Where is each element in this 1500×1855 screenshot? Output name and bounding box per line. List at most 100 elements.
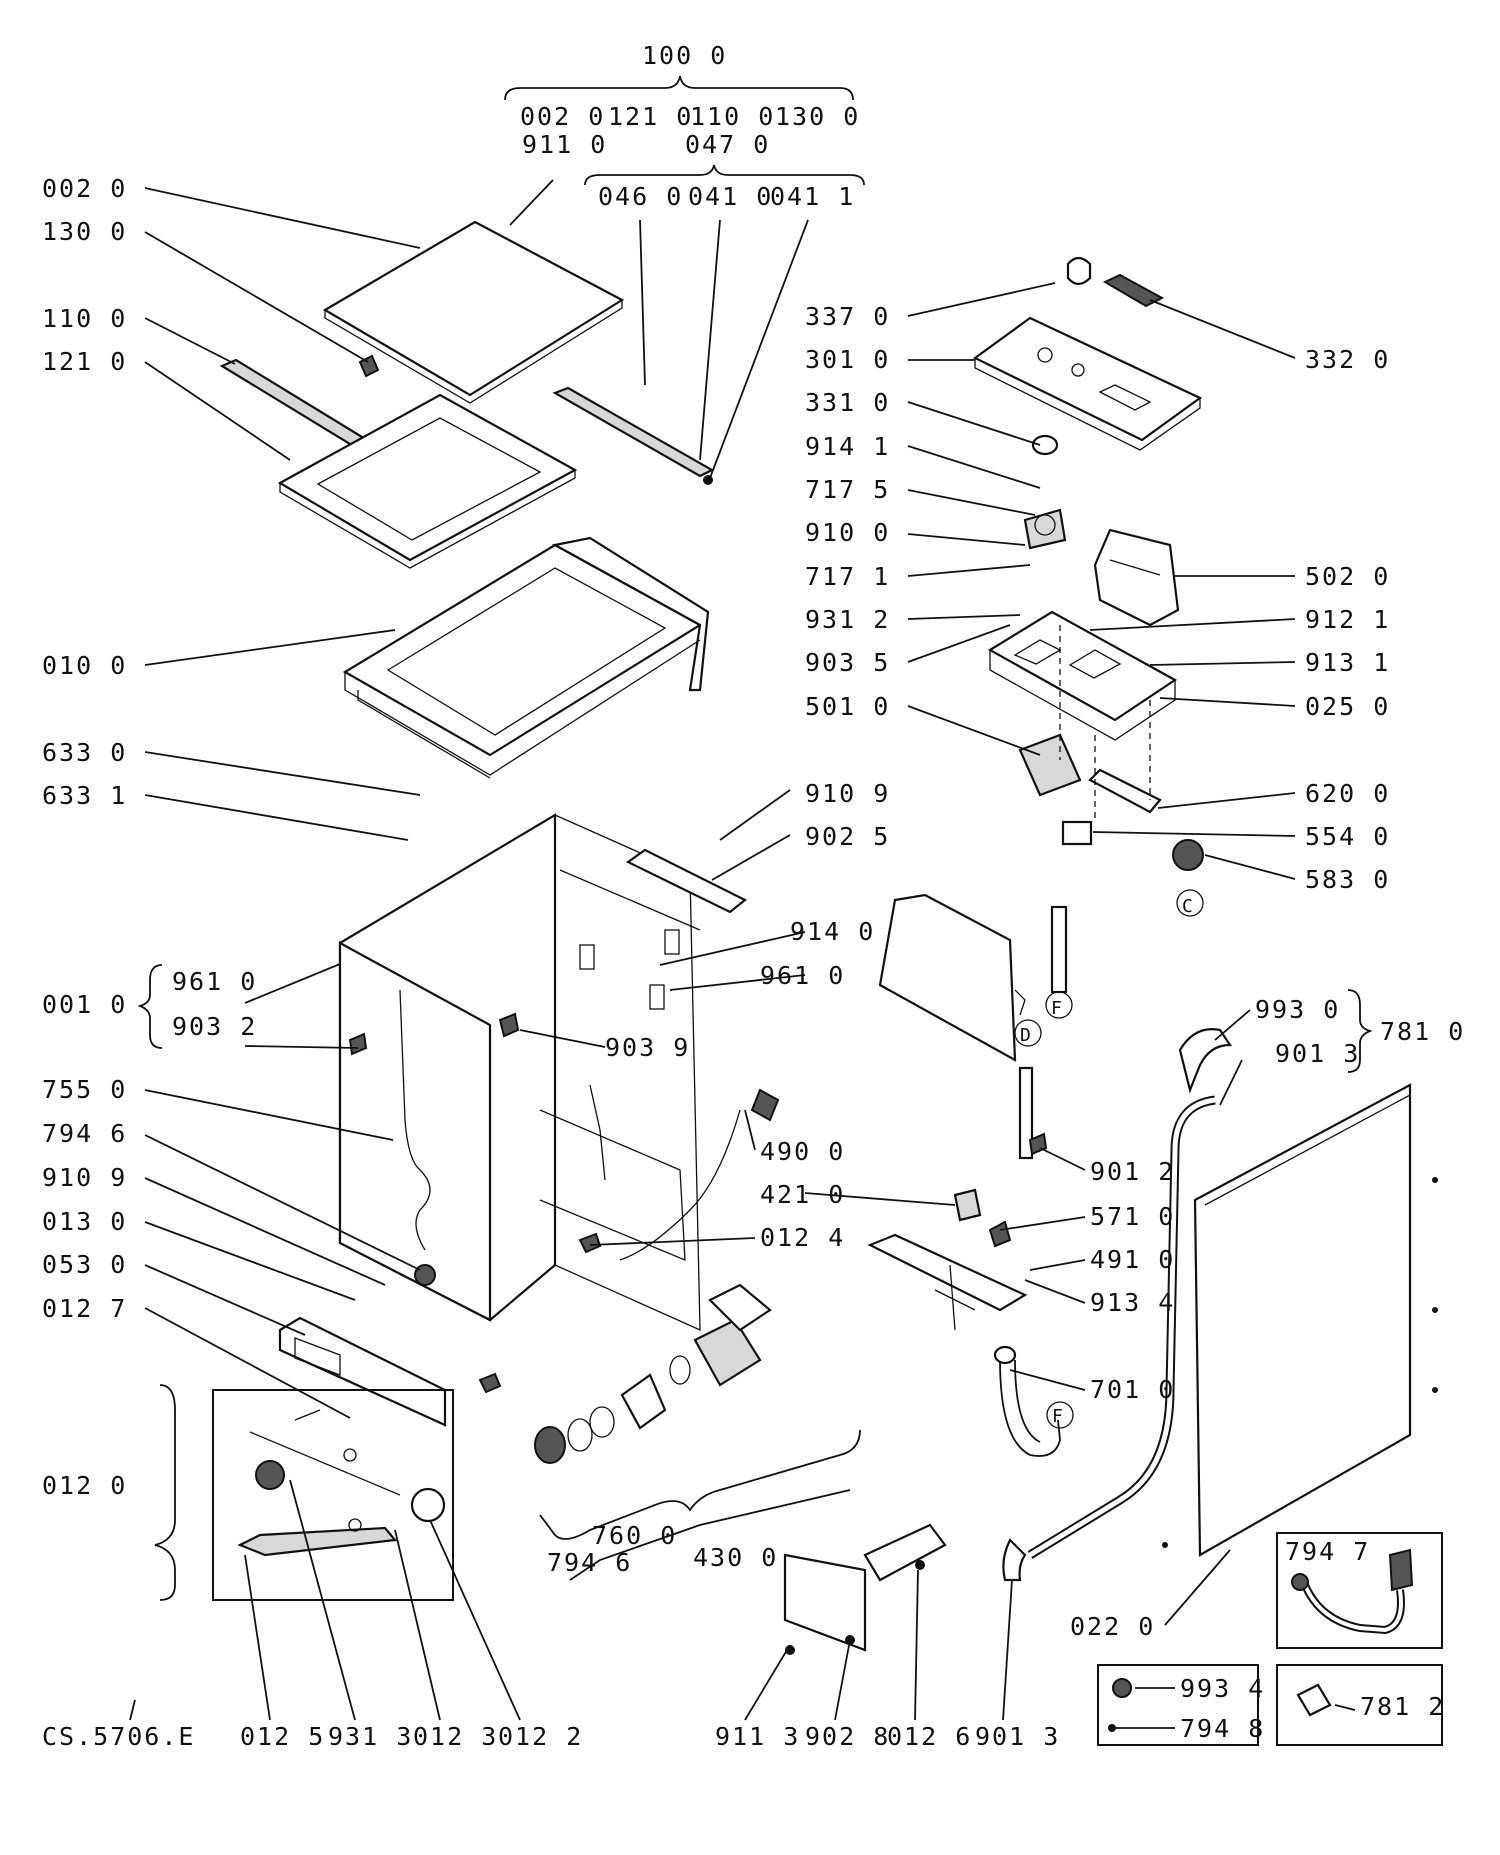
- pump-motor: [708, 1283, 772, 1332]
- part-label: 501 0: [805, 692, 890, 721]
- door-knob: [410, 1487, 446, 1523]
- part-label: 502 0: [1305, 562, 1390, 591]
- part-label: 961 0: [760, 961, 845, 990]
- part-label: 491 0: [1090, 1245, 1175, 1274]
- part-label: 993 0: [1255, 995, 1340, 1024]
- part-label: 002 0: [42, 174, 127, 203]
- part-label: 910 9: [42, 1163, 127, 1192]
- inlet-tube: [1050, 905, 1068, 994]
- part-label: 421 0: [760, 1180, 845, 1209]
- part-label: 110 0: [42, 304, 127, 333]
- part-label: 053 0: [42, 1250, 127, 1279]
- front-plinth-parts: [154, 1316, 454, 1601]
- pump-labels: 760 0 794 6 430 0: [547, 1521, 778, 1577]
- part-label: 012 7: [42, 1294, 127, 1323]
- part-label: 490 0: [760, 1137, 845, 1166]
- hose-clamp-icon: [1296, 1683, 1332, 1717]
- timer-bracket: [1023, 508, 1067, 550]
- assembly-row3-item: 046 0: [598, 182, 683, 211]
- part-label: 781 2: [1360, 1692, 1445, 1721]
- part-label: 430 0: [693, 1543, 778, 1572]
- part-label: 903 9: [605, 1033, 690, 1062]
- part-label: 901 3: [975, 1722, 1060, 1751]
- part-label: 583 0: [1305, 865, 1390, 894]
- part-label: 633 0: [42, 738, 127, 767]
- part-label: 913 4: [1090, 1288, 1175, 1317]
- part-label: 633 1: [42, 781, 127, 810]
- connector-block: [1061, 820, 1093, 846]
- pump-parts: [534, 1283, 861, 1581]
- hinge-bar: [552, 386, 715, 478]
- part-label: 331 0: [805, 388, 890, 417]
- push-buttons: [1102, 273, 1165, 308]
- lid-parts: [219, 220, 715, 779]
- part-label: 012 4: [760, 1223, 845, 1252]
- control-labels: 337 0 301 0 331 0 914 1 717 5 910 0 717 …: [805, 302, 1390, 894]
- control-fascia: [972, 316, 1203, 442]
- part-label: 903 2: [172, 1012, 257, 1041]
- part-label: 901 3: [1275, 1039, 1360, 1068]
- part-label: 911 3: [715, 1722, 800, 1751]
- marker-f: F: [1052, 1406, 1065, 1427]
- pump-gasket-2: [589, 1406, 615, 1438]
- part-label: 571 0: [1090, 1202, 1175, 1231]
- part-label: 012 2: [498, 1722, 583, 1751]
- rear-rail: [625, 848, 748, 914]
- part-label: 931 2: [805, 605, 890, 634]
- assembly-row1-item: 110 0: [690, 102, 775, 131]
- right-side-parts: [783, 893, 1438, 1655]
- part-label: 961 0: [172, 967, 257, 996]
- group-781-labels: 993 0 901 3 781 0: [1255, 995, 1465, 1068]
- part-label: 993 4: [1180, 1674, 1265, 1703]
- assembly-row1-item: 130 0: [775, 102, 860, 131]
- part-label: 912 1: [1305, 605, 1390, 634]
- cabinet-labels: 910 9 902 5 914 0 961 0 903 9 490 0 421 …: [605, 779, 890, 1252]
- part-label: 012 3: [413, 1722, 498, 1751]
- valve-bracket: [867, 1233, 1028, 1312]
- water-valve: [953, 1188, 982, 1222]
- group-braces: [129, 964, 1373, 1721]
- part-label: 012 5: [240, 1722, 325, 1751]
- inset-box-781-2: 781 2: [1276, 1664, 1445, 1746]
- timer-motor: [1018, 733, 1082, 797]
- part-label: 902 5: [805, 822, 890, 851]
- group-label: 001 0: [42, 990, 127, 1019]
- part-label: 301 0: [805, 345, 890, 374]
- marker-d: D: [1020, 1025, 1033, 1046]
- part-label: 337 0: [805, 302, 890, 331]
- circle-markers: C F D F: [1020, 896, 1193, 1427]
- interference-filter: [1088, 768, 1162, 814]
- part-label: 901 2: [1090, 1157, 1175, 1186]
- part-label: 010 0: [42, 651, 127, 680]
- group-label: 781 0: [1380, 1017, 1465, 1046]
- part-label: 022 0: [1070, 1612, 1155, 1641]
- pump-gasket-1: [567, 1418, 593, 1452]
- part-label: 910 9: [805, 779, 890, 808]
- assembly-row2-item: 911 0: [522, 130, 607, 159]
- assembly-row3-item: 041 1: [770, 182, 855, 211]
- door-lock-kit-box: [212, 1389, 454, 1601]
- group-001-labels: 001 0 961 0 903 2: [42, 967, 257, 1041]
- door-pulley: [255, 1460, 285, 1490]
- pump-filter-housing: [620, 1373, 667, 1430]
- part-label: 717 5: [805, 475, 890, 504]
- part-label: 760 0: [592, 1521, 677, 1550]
- tub-top-side: [551, 536, 710, 692]
- part-label: 755 0: [42, 1075, 127, 1104]
- part-label: 012 6: [887, 1722, 972, 1751]
- program-module: [1093, 528, 1180, 627]
- drain-trap: [414, 1264, 436, 1286]
- part-label: 794 6: [42, 1119, 127, 1148]
- cabinet: [338, 813, 780, 1394]
- part-label: 914 0: [790, 917, 875, 946]
- drain-pump: [693, 1318, 762, 1387]
- part-label: 914 1: [805, 432, 890, 461]
- drain-hook: [1002, 1538, 1027, 1582]
- side-shield: [878, 893, 1017, 1062]
- air-tube: [1018, 1066, 1034, 1160]
- assembly-row3-item: 041 0: [688, 182, 773, 211]
- assembly-row1-item: 002 0: [520, 102, 605, 131]
- filter-door: [278, 1316, 447, 1427]
- part-label: 794 7: [1285, 1537, 1370, 1566]
